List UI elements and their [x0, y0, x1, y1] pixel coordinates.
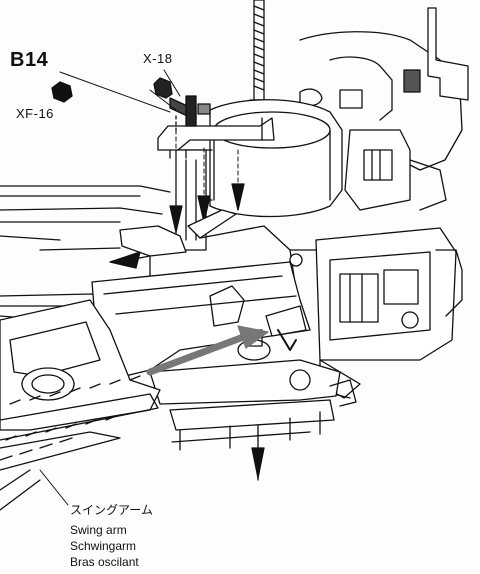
caption-french: Bras oscilant [70, 555, 139, 569]
caption-english: Swing arm [70, 523, 127, 537]
track-assembly [0, 299, 161, 511]
paint-code-xf16-label: XF-16 [16, 106, 54, 121]
step-number: B14 [10, 49, 49, 71]
caption-japanese: スイングアーム [70, 503, 153, 517]
threaded-rod [249, 0, 269, 109]
screw-icon [169, 95, 211, 133]
nut-icon [51, 77, 173, 103]
leader-lines [59, 69, 181, 113]
insertion-arrow-icon [146, 325, 297, 376]
down-arrows [169, 183, 265, 481]
caption-leader [39, 469, 69, 506]
paint-code-x18-label: X-18 [143, 51, 173, 66]
swing-arm [149, 359, 357, 451]
caption-german: Schwingarm [70, 539, 137, 553]
gear-housing [299, 7, 469, 211]
